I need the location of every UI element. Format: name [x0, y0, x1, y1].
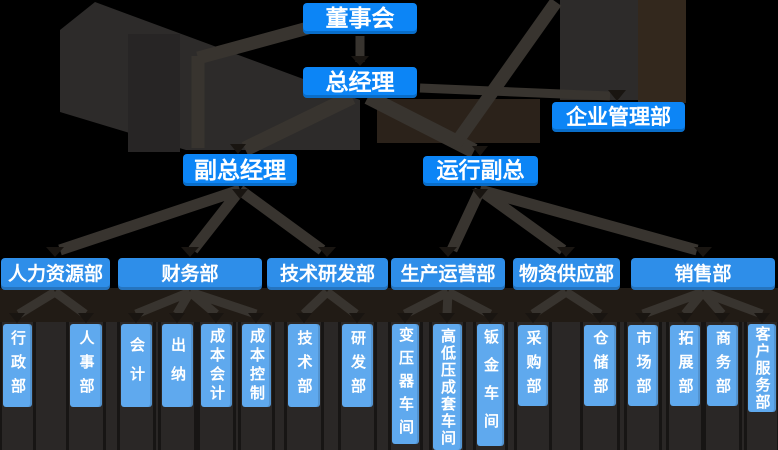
rd-dept-node[interactable]: 研发部	[342, 324, 373, 407]
operations-deputy-gm-node[interactable]: 运行副总	[423, 156, 538, 186]
connector-lines	[16, 0, 764, 319]
sales-dept-node[interactable]: 销售部	[631, 258, 775, 290]
accounting-node[interactable]: 会计	[121, 324, 152, 407]
personnel-dept-node[interactable]: 人事部	[70, 324, 102, 407]
marketing-dept-node[interactable]: 市场部	[628, 325, 658, 406]
board-of-directors-node[interactable]: 董事会	[303, 3, 417, 34]
cost-control-node[interactable]: 成本控制	[242, 324, 271, 407]
admin-dept-node[interactable]: 行政部	[3, 324, 32, 407]
business-dept-node[interactable]: 商务部	[707, 325, 738, 406]
purchasing-dept-node[interactable]: 采购部	[518, 325, 548, 406]
sheet-metal-workshop-node[interactable]: 钣金车间	[477, 324, 504, 446]
finance-dept-node[interactable]: 财务部	[118, 258, 262, 290]
cost-accounting-node[interactable]: 成本会计	[201, 324, 232, 407]
cashier-node[interactable]: 出纳	[162, 324, 193, 407]
production-operations-dept-node[interactable]: 生产运营部	[391, 258, 505, 290]
enterprise-management-dept-node[interactable]: 企业管理部	[552, 102, 685, 132]
tech-rd-dept-node[interactable]: 技术研发部	[267, 258, 388, 290]
hv-lv-switchgear-workshop-node[interactable]: 高低压成套车间	[433, 324, 462, 450]
transformer-workshop-node[interactable]: 变压器车间	[392, 324, 419, 444]
material-supply-dept-node[interactable]: 物资供应部	[513, 258, 620, 290]
hr-dept-node[interactable]: 人力资源部	[1, 258, 110, 290]
tech-dept-node[interactable]: 技术部	[288, 324, 320, 407]
customer-service-dept-node[interactable]: 客户服务部	[748, 324, 776, 412]
deputy-general-manager-node[interactable]: 副总经理	[183, 154, 297, 186]
expansion-dept-node[interactable]: 拓展部	[670, 325, 700, 406]
warehouse-dept-node[interactable]: 仓储部	[584, 325, 616, 406]
connector-arrowheads	[9, 56, 770, 323]
general-manager-node[interactable]: 总经理	[303, 67, 417, 98]
